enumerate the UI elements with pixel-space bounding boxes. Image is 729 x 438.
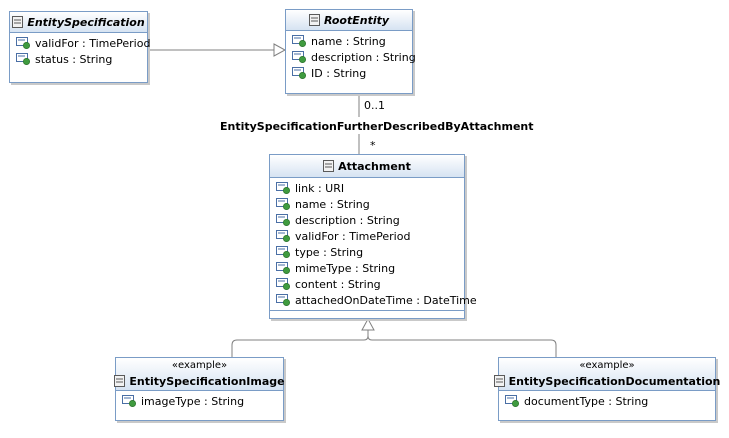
class-stereotype: «example» (579, 360, 635, 371)
public-attribute-icon (276, 230, 290, 242)
operation-compartment (270, 310, 464, 319)
class-name: RootEntity (323, 13, 390, 27)
attribute-text: description : String (311, 50, 416, 64)
class-entity-specification[interactable]: EntitySpecification validFor : TimePerio… (9, 11, 150, 83)
attribute-row[interactable]: name : String (292, 33, 408, 49)
attribute-row[interactable]: attachedOnDateTime : DateTime (276, 292, 477, 308)
association-target-multiplicity: * (370, 139, 376, 152)
attribute-compartment: link : URI name : String description : S… (270, 178, 477, 310)
public-attribute-icon (122, 395, 136, 407)
public-attribute-icon (276, 246, 290, 258)
class-name: EntitySpecificationDocumentation (508, 374, 721, 388)
attribute-compartment: name : String description : String ID : … (286, 31, 416, 83)
association-name[interactable]: EntitySpecificationFurtherDescribedByAtt… (220, 120, 534, 133)
attribute-compartment: imageType : String (116, 391, 283, 411)
public-attribute-icon (16, 53, 30, 65)
attribute-text: link : URI (295, 181, 345, 195)
attribute-text: type : String (295, 245, 364, 259)
public-attribute-icon (276, 294, 290, 306)
class-entity-specification-image[interactable]: «example» EntitySpecificationImage image… (114, 357, 285, 421)
class-header: «example» EntitySpecificationDocumentati… (493, 358, 720, 391)
attribute-row[interactable]: name : String (276, 196, 460, 212)
class-name: Attachment (338, 159, 411, 173)
class-stereotype: «example» (171, 360, 228, 371)
attribute-text: name : String (311, 34, 386, 48)
attribute-text: ID : String (311, 66, 367, 80)
attribute-text: content : String (295, 277, 381, 291)
generalization-line-entity-specification-documentation[interactable] (367, 335, 557, 357)
generalization-line-entity-specification-image[interactable] (231, 330, 369, 357)
generalization-arrowhead-root-entity (273, 43, 287, 57)
attribute-text: validFor : TimePeriod (295, 229, 411, 243)
attribute-text: mimeType : String (295, 261, 396, 275)
public-attribute-icon (292, 67, 306, 79)
attribute-text: name : String (295, 197, 370, 211)
class-icon (308, 14, 320, 26)
class-icon (493, 375, 505, 387)
attribute-row[interactable]: link : URI (276, 180, 460, 196)
attribute-row[interactable]: status : String (16, 51, 143, 67)
attribute-row[interactable]: documentType : String (505, 393, 711, 409)
class-name: EntitySpecification (27, 15, 145, 29)
class-name: EntitySpecificationImage (129, 374, 285, 388)
public-attribute-icon (276, 182, 290, 194)
attribute-row[interactable]: type : String (276, 244, 460, 260)
attribute-text: status : String (35, 52, 113, 66)
class-root-entity[interactable]: RootEntity name : String description : S… (285, 9, 416, 94)
public-attribute-icon (292, 35, 306, 47)
attribute-row[interactable]: description : String (276, 212, 460, 228)
class-header: Attachment (270, 155, 464, 178)
class-header: RootEntity (286, 10, 412, 31)
attribute-row[interactable]: imageType : String (122, 393, 279, 409)
attribute-text: description : String (295, 213, 400, 227)
public-attribute-icon (276, 198, 290, 210)
class-icon (323, 160, 335, 172)
class-header: EntitySpecification (10, 12, 147, 33)
attribute-compartment: documentType : String (499, 391, 715, 411)
attribute-text: imageType : String (141, 394, 245, 408)
public-attribute-icon (505, 395, 519, 407)
attribute-row[interactable]: validFor : TimePeriod (276, 228, 460, 244)
attribute-row[interactable]: description : String (292, 49, 416, 65)
association-source-multiplicity: 0..1 (364, 99, 385, 112)
attribute-compartment: validFor : TimePeriod status : String (10, 33, 150, 69)
class-icon (114, 375, 126, 387)
class-entity-specification-documentation[interactable]: «example» EntitySpecificationDocumentati… (493, 357, 720, 421)
attribute-row[interactable]: validFor : TimePeriod (16, 35, 150, 51)
attribute-row[interactable]: ID : String (292, 65, 408, 81)
public-attribute-icon (16, 37, 30, 49)
public-attribute-icon (292, 51, 306, 63)
public-attribute-icon (276, 278, 290, 290)
attribute-text: documentType : String (524, 394, 649, 408)
attribute-text: attachedOnDateTime : DateTime (295, 293, 477, 307)
class-attachment[interactable]: Attachment link : URI name : String (269, 154, 477, 319)
attribute-row[interactable]: mimeType : String (276, 260, 460, 276)
class-header: «example» EntitySpecificationImage (114, 358, 285, 391)
public-attribute-icon (276, 262, 290, 274)
public-attribute-icon (276, 214, 290, 226)
class-icon (12, 16, 24, 28)
attribute-text: validFor : TimePeriod (35, 36, 151, 50)
generalization-arrowhead-attachment (361, 317, 375, 331)
attribute-row[interactable]: content : String (276, 276, 460, 292)
